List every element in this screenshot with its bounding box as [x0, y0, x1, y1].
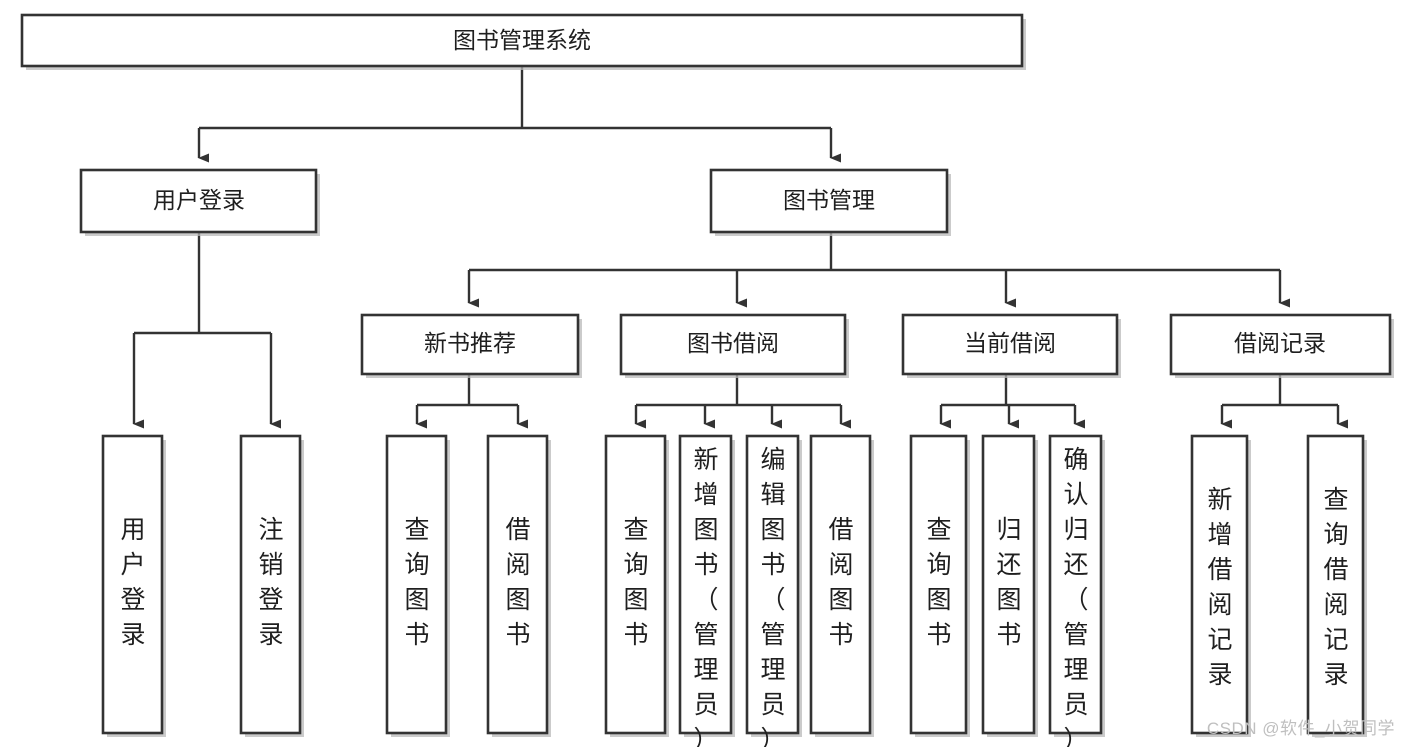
edge-bookborrow-bus [636, 374, 841, 424]
node-leaf-edit-book[interactable]: 编辑图书（管理员） [745, 434, 802, 747]
leaf-add-borrow-record-label: 新增借阅记录 [1207, 486, 1232, 689]
current-borrow-label: 当前借阅 [964, 330, 1056, 356]
root-label: 图书管理系统 [453, 27, 591, 53]
node-leaf-query-book-3[interactable]: 查询图书 [909, 434, 970, 737]
edge-newbook-bus [417, 374, 518, 424]
node-leaf-user-login[interactable]: 用户登录 [101, 434, 166, 737]
user-login-label: 用户登录 [153, 187, 245, 213]
node-leaf-add-borrow-record[interactable]: 新增借阅记录 [1190, 434, 1251, 737]
leaf-confirm-return-box [1048, 434, 1103, 735]
leaf-query-book-3-label: 查询图书 [926, 516, 951, 649]
leaf-return-book-box [981, 434, 1036, 735]
node-leaf-query-book-1[interactable]: 查询图书 [385, 434, 450, 737]
book-management-box [709, 168, 949, 234]
node-leaf-confirm-return[interactable]: 确认归还（管理员） [1048, 434, 1105, 747]
leaf-add-borrow-record-box [1190, 434, 1249, 735]
leaf-edit-book-box [745, 434, 800, 735]
node-leaf-return-book[interactable]: 归还图书 [981, 434, 1038, 737]
leaf-logout-login-box [239, 434, 302, 735]
book-borrow-box [619, 313, 847, 376]
leaf-query-book-3-box [909, 434, 968, 735]
new-book-recommend-box [360, 313, 580, 376]
book-management-label: 图书管理 [783, 187, 875, 213]
watermark-label: CSDN @软件_小贺同学 [1206, 719, 1395, 738]
leaf-borrow-book-2-label: 借阅图书 [828, 516, 853, 649]
node-borrow-record[interactable]: 借阅记录 [1169, 313, 1394, 378]
node-leaf-logout-login[interactable]: 注销登录 [239, 434, 304, 737]
node-leaf-query-book-2[interactable]: 查询图书 [604, 434, 669, 737]
leaf-return-book-label: 归还图书 [996, 516, 1021, 649]
leaf-query-book-2-box [604, 434, 667, 735]
node-book-management[interactable]: 图书管理 [709, 168, 951, 236]
current-borrow-box [901, 313, 1119, 376]
node-leaf-borrow-book-1[interactable]: 借阅图书 [486, 434, 551, 737]
node-current-borrow[interactable]: 当前借阅 [901, 313, 1121, 378]
borrow-record-box [1169, 313, 1392, 376]
user-login-box [79, 168, 318, 234]
edge-bookmgmt-bus [469, 232, 1280, 303]
node-new-book-recommend[interactable]: 新书推荐 [360, 313, 582, 378]
leaf-confirm-return-label: 确认归还（管理员） [1063, 446, 1088, 747]
leaf-add-book-label: 新增图书（管理员） [693, 446, 718, 747]
leaf-edit-book-label: 编辑图书（管理员） [760, 446, 785, 747]
root-box [20, 13, 1024, 68]
leaf-borrow-book-1-label: 借阅图书 [505, 516, 530, 649]
leaf-borrow-book-2-box [809, 434, 872, 735]
leaf-user-login-label: 用户登录 [120, 516, 145, 649]
leaf-query-borrow-record-box [1306, 434, 1365, 735]
new-book-recommend-label: 新书推荐 [424, 330, 516, 356]
leaf-add-book-box [678, 434, 733, 735]
edge-root-bus [199, 66, 831, 158]
node-leaf-add-book[interactable]: 新增图书（管理员） [678, 434, 735, 747]
node-user-login[interactable]: 用户登录 [79, 168, 320, 236]
leaf-query-book-1-box [385, 434, 448, 735]
leaf-query-book-2-label: 查询图书 [623, 516, 648, 649]
leaf-logout-login-label: 注销登录 [258, 516, 283, 649]
edge-userlogin-bus [134, 232, 271, 424]
leaf-query-book-1-label: 查询图书 [404, 516, 429, 649]
leaf-user-login-box [101, 434, 164, 735]
borrow-record-label: 借阅记录 [1234, 330, 1326, 356]
node-leaf-borrow-book-2[interactable]: 借阅图书 [809, 434, 874, 737]
connector-layer [134, 66, 1348, 424]
node-root[interactable]: 图书管理系统 [20, 13, 1026, 70]
edge-borrowrecord-bus [1222, 374, 1338, 424]
node-leaf-query-borrow-record[interactable]: 查询借阅记录 [1306, 434, 1367, 737]
book-borrow-label: 图书借阅 [687, 330, 779, 356]
leaf-query-borrow-record-label: 查询借阅记录 [1323, 486, 1348, 689]
leaf-borrow-book-1-box [486, 434, 549, 735]
node-book-borrow[interactable]: 图书借阅 [619, 313, 849, 378]
